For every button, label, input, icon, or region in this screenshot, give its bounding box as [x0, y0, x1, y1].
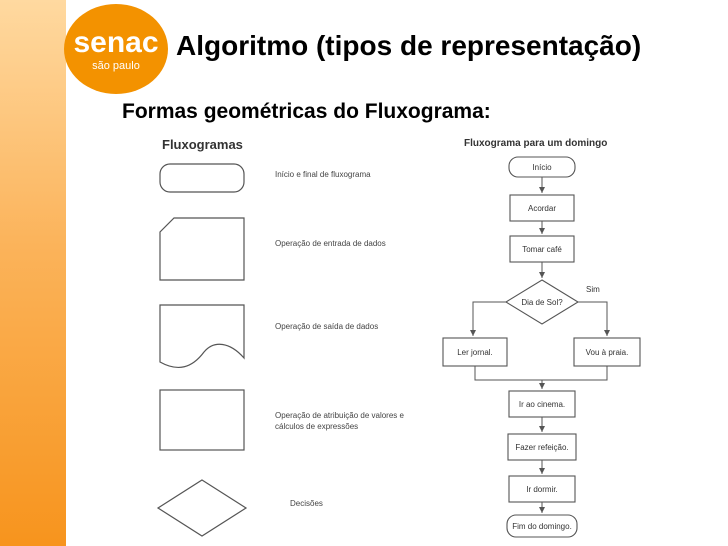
logo-brand: senac	[73, 26, 159, 59]
example-heading: Fluxograma para um domingo	[464, 138, 607, 149]
node-no-branch-label: Ler jornal.	[457, 348, 493, 357]
node-decision-label: Dia de Sol?	[521, 298, 563, 307]
process-label-line1: Operação de atribuição de valores e	[275, 411, 405, 420]
document-shape	[159, 304, 245, 369]
manual-input-label: Operação de entrada de dados	[275, 239, 386, 248]
process-label-line2: cálculos de expressões	[275, 422, 358, 431]
node-meal-label: Fazer refeição.	[515, 443, 568, 452]
legend-heading: Fluxogramas	[162, 137, 243, 152]
senac-logo: senac são paulo	[64, 4, 168, 94]
manual-input-shape	[159, 217, 245, 281]
node-decision	[504, 279, 580, 325]
document-label: Operação de saída de dados	[275, 322, 378, 331]
node-wake	[509, 194, 575, 222]
node-wake-label: Acordar	[528, 204, 556, 213]
node-sleep-label: Ir dormir.	[526, 485, 558, 494]
node-cinema	[508, 390, 576, 418]
node-start-label: Início	[532, 163, 552, 172]
logo-subtext: são paulo	[92, 60, 140, 72]
node-meal	[507, 433, 577, 461]
node-yes-branch	[573, 337, 641, 367]
arrow-yes	[578, 301, 610, 336]
process-shape	[159, 389, 245, 451]
decision-shape	[156, 479, 248, 537]
node-end	[506, 514, 578, 538]
decision-label: Decisões	[290, 499, 323, 508]
node-coffee-label: Tomar café	[522, 245, 562, 254]
section-subtitle: Formas geométricas do Fluxograma:	[122, 100, 491, 123]
terminal-label: Início e final de fluxograma	[275, 170, 371, 179]
yes-label: Sim	[586, 285, 600, 294]
page-title: Algoritmo (tipos de representação)	[176, 30, 642, 61]
arrow-no	[470, 301, 506, 336]
arrow-merge-right	[542, 366, 608, 381]
node-yes-branch-label: Vou à praia.	[586, 348, 629, 357]
node-cinema-label: Ir ao cinema.	[519, 400, 565, 409]
terminal-shape	[159, 163, 245, 193]
arrow-merge-left	[474, 366, 545, 389]
orange-sidebar	[0, 0, 66, 546]
node-end-label: Fim do domingo.	[512, 522, 572, 531]
node-no-branch	[442, 337, 508, 367]
